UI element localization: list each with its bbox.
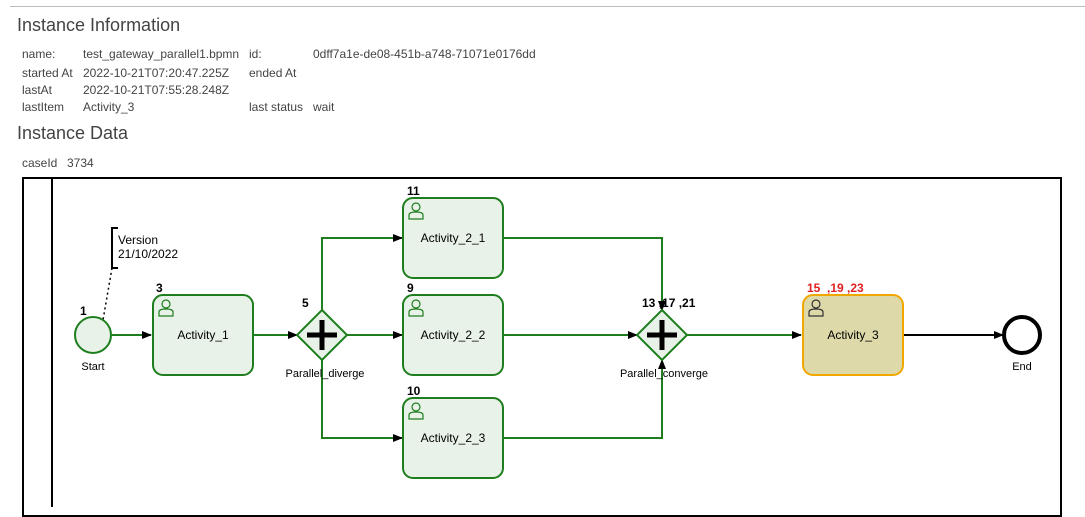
case-id-label: caseId [22,156,58,170]
activity-2-2-badge: 9 [407,281,414,295]
last-status-value: wait [313,100,335,114]
activity-2-1-label: Activity_2_1 [421,231,486,245]
user-task-icon [408,299,424,317]
instance-data-title: Instance Data [17,123,129,143]
flow-diverge-activity-2-3 [321,360,403,442]
flow-activity-2-3-converge [503,359,666,439]
instance-information-title: Instance Information [17,15,181,35]
parallel-plus-icon [647,320,677,350]
id-value: 0dff7a1e-de08-451b-a748-71071e0176dd [313,47,536,61]
activity-3-badge: 15 ,19 ,23 [807,281,864,295]
flow-diverge-activity-2-1 [321,234,403,310]
diverge-label: Parallel_diverge [286,368,365,380]
end-event[interactable] [1002,315,1042,355]
user-task-icon [408,402,424,420]
activity-1-task[interactable]: Activity_1 [152,294,254,376]
user-task-icon [408,202,424,220]
user-task-icon [158,299,174,317]
end-label: End [1012,361,1032,373]
activity-2-2-label: Activity_2_2 [421,328,486,342]
activity-1-badge: 3 [156,281,163,295]
parallel-converge-gateway[interactable] [635,308,689,362]
started-at-value: 2022-10-21T07:20:47.225Z [83,66,230,80]
parallel-plus-icon [307,320,337,350]
annotation-association [102,267,113,321]
converge-label: Parallel_converge [620,368,708,380]
id-label: id: [249,47,262,61]
flow-activity-2-1-converge [503,237,666,311]
last-at-value: 2022-10-21T07:55:28.248Z [83,83,230,97]
start-event[interactable] [74,316,112,354]
last-item-label: lastItem [22,100,65,114]
diverge-badge: 5 [302,296,309,310]
activity-2-2-task[interactable]: Activity_2_2 [402,294,504,376]
case-id-value: 3734 [67,156,94,170]
last-status-label: last status [249,100,304,114]
version-annotation[interactable]: Version 21/10/2022 [111,227,178,269]
annotation-version: Version [118,233,158,247]
top-divider [10,6,1085,7]
activity-1-label: Activity_1 [177,328,229,342]
ended-at-label: ended At [249,66,297,80]
converge-badge: 13 ,17 ,21 [642,296,696,310]
user-task-icon [808,299,824,317]
activity-2-3-label: Activity_2_3 [421,431,486,445]
activity-3-label: Activity_3 [827,328,879,342]
name-label: name: [22,47,56,61]
activity-2-1-badge: 11 [407,184,420,198]
started-at-label: started At [22,66,73,80]
activity-3-task[interactable]: Activity_3 [802,294,904,376]
last-item-value: Activity_3 [83,100,135,114]
annotation-date: 21/10/2022 [118,247,178,261]
activity-2-1-task[interactable]: Activity_2_1 [402,197,504,279]
name-value: test_gateway_parallel1.bpmn [83,47,240,61]
last-at-label: lastAt [22,83,53,97]
activity-2-3-badge: 10 [407,384,421,398]
start-badge: 1 [80,304,87,318]
parallel-diverge-gateway[interactable] [295,308,349,362]
start-label: Start [81,361,104,373]
activity-2-3-task[interactable]: Activity_2_3 [402,397,504,479]
sequence-flows [112,234,802,442]
